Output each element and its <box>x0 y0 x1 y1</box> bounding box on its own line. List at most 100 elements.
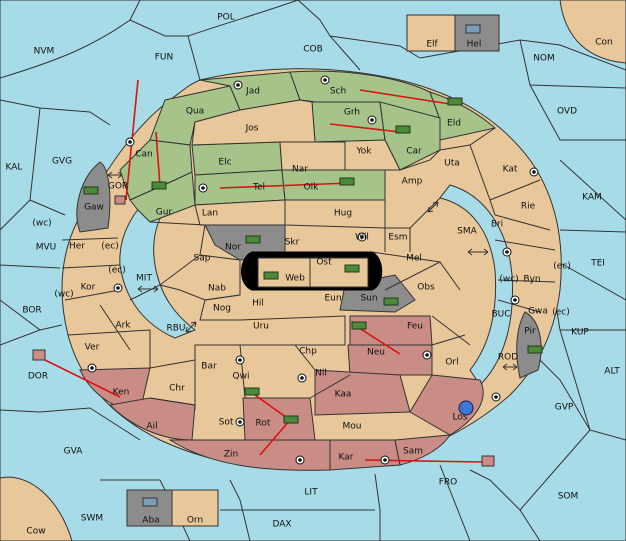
land-borders <box>61 127 556 410</box>
label-los: Los <box>452 413 467 423</box>
label-wc2: (wc) <box>499 275 518 285</box>
fleet-icon <box>114 195 126 205</box>
army-icon <box>351 321 367 330</box>
label-rot: Rot <box>256 419 271 429</box>
label-gva: GVA <box>64 447 84 457</box>
label-sam: Sam <box>403 447 423 457</box>
label-obs: Obs <box>417 283 435 293</box>
label-uru: Uru <box>253 322 269 332</box>
label-buc: BUC <box>491 310 510 320</box>
label-aba: Aba <box>142 516 159 526</box>
label-kam: KAM <box>582 193 602 203</box>
label-elc: Elc <box>218 158 231 168</box>
label-ec4: (ec) <box>552 308 570 318</box>
label-lan: Lan <box>202 209 218 219</box>
province-orn[interactable] <box>171 489 219 527</box>
label-uta: Uta <box>444 159 460 169</box>
label-kor: Kor <box>81 283 96 293</box>
label-nom: NOM <box>533 54 555 64</box>
label-cob: COB <box>303 45 323 55</box>
province-aba[interactable] <box>126 489 173 527</box>
label-wc3: (wc) <box>54 290 73 300</box>
province-pir[interactable] <box>516 311 542 379</box>
label-con: Con <box>595 38 613 48</box>
province-sam[interactable] <box>394 434 451 466</box>
label-ost: Ost <box>316 258 332 268</box>
label-zin: Zin <box>224 450 238 460</box>
label-bar: Bar <box>201 362 217 372</box>
label-sot: Sot <box>219 418 234 428</box>
label-sma: SMA <box>457 227 477 237</box>
army-icon <box>283 415 299 424</box>
label-web: Web <box>285 274 305 284</box>
label-mit: MIT <box>136 274 152 284</box>
province-elf[interactable] <box>406 14 456 52</box>
label-dax: DAX <box>272 520 291 530</box>
province-nar[interactable] <box>279 141 346 171</box>
army-icon <box>151 181 167 190</box>
label-mvu: MVU <box>36 243 57 253</box>
fleet-icon <box>142 497 158 507</box>
label-qua: Qua <box>186 107 204 117</box>
label-rie: Rie <box>521 202 536 212</box>
label-can: Can <box>135 150 153 160</box>
fleet-icon <box>32 349 46 361</box>
label-amp: Amp <box>402 177 423 187</box>
army-icon <box>83 186 99 195</box>
label-jad: Jad <box>245 87 260 97</box>
province-elc[interactable] <box>191 141 283 176</box>
label-fun: FUN <box>155 53 174 63</box>
label-feu: Feu <box>407 322 423 332</box>
province-car[interactable] <box>379 101 441 171</box>
label-lit: LIT <box>304 488 318 498</box>
label-hel: Hel <box>467 40 482 50</box>
label-fro: FRO <box>439 478 458 488</box>
label-bri: Bri <box>491 220 503 230</box>
label-hug: Hug <box>334 209 352 219</box>
province-jos[interactable] <box>191 99 316 146</box>
label-chr: Chr <box>169 384 185 394</box>
label-rbu: RBU <box>166 324 185 334</box>
army-icon <box>395 125 411 134</box>
label-skr: Skr <box>285 238 300 248</box>
label-gwa: Gwa <box>528 307 548 317</box>
fleet-icon <box>481 455 495 467</box>
province-kaa[interactable] <box>314 369 411 416</box>
label-ec3: (ec) <box>553 262 571 272</box>
province-neu[interactable] <box>347 344 433 376</box>
label-nar: Nar <box>292 165 308 175</box>
label-pir: Pir <box>524 327 536 337</box>
label-nvm: NVM <box>34 47 55 57</box>
province-ail[interactable] <box>108 397 196 441</box>
province-yok[interactable] <box>314 139 401 171</box>
label-byn: Byn <box>523 275 540 285</box>
label-swm: SWM <box>81 514 103 524</box>
label-alt: ALT <box>604 367 620 377</box>
label-nab: Nab <box>208 284 226 294</box>
label-nor: Nor <box>225 243 241 253</box>
passage-markers <box>107 171 518 371</box>
army-icon <box>339 177 355 186</box>
label-kat: Kat <box>503 165 518 175</box>
label-mou: Mou <box>343 422 362 432</box>
label-wil: Wil <box>355 233 369 243</box>
fleet-icon <box>458 400 474 416</box>
province-gaw[interactable] <box>76 161 111 233</box>
label-cow: Cow <box>26 527 45 537</box>
label-tel: Tel <box>252 183 265 193</box>
army-icon <box>383 297 399 306</box>
label-ec1: (ec) <box>101 242 119 252</box>
army-icon <box>244 387 260 396</box>
label-elf: Elf <box>426 40 438 50</box>
label-ark: Ark <box>115 321 131 331</box>
army-icon <box>245 235 261 244</box>
label-mel: Mel <box>406 254 422 264</box>
label-nil: Nil <box>315 369 327 379</box>
label-dor: DOR <box>28 372 48 382</box>
label-ver: Ver <box>85 343 100 353</box>
label-ail: Ail <box>146 422 157 432</box>
label-nog: Nog <box>213 304 231 314</box>
label-grh: Grh <box>344 108 360 118</box>
label-qwi: Qwi <box>233 372 250 382</box>
